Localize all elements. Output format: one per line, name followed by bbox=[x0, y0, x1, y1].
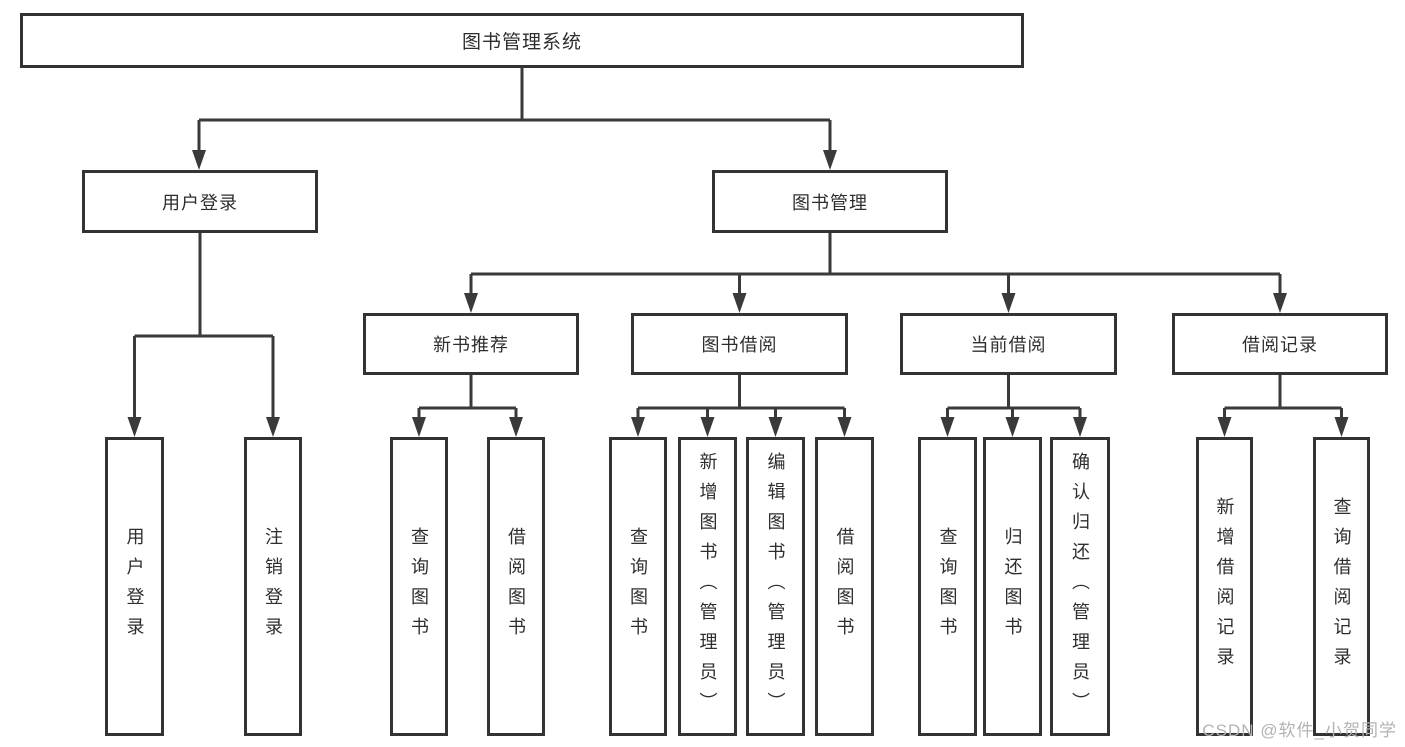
node-current-borrow: 当前借阅 bbox=[900, 313, 1117, 375]
leaf-confirm-return-admin: 确认归还（管理员） bbox=[1050, 437, 1110, 736]
leaf-logout: 注销登录 bbox=[244, 437, 302, 736]
connector-book-management-branch bbox=[464, 233, 1287, 313]
node-new-book-recommend-label: 新书推荐 bbox=[433, 335, 509, 355]
leaf-query-book-3-label: 查询图书 bbox=[937, 526, 958, 647]
leaf-edit-book-admin-label: 编辑图书（管理员） bbox=[765, 451, 786, 722]
leaf-borrow-book-1: 借阅图书 bbox=[487, 437, 545, 736]
leaf-return-book: 归还图书 bbox=[983, 437, 1042, 736]
leaf-borrow-book-1-label: 借阅图书 bbox=[506, 526, 526, 647]
leaf-return-book-label: 归还图书 bbox=[1002, 526, 1023, 647]
node-root-label: 图书管理系统 bbox=[461, 32, 582, 53]
leaf-user-login: 用户登录 bbox=[105, 437, 164, 736]
leaf-confirm-return-admin-label: 确认归还（管理员） bbox=[1070, 451, 1090, 722]
connector-new-book-group bbox=[412, 375, 523, 437]
leaf-query-book-2: 查询图书 bbox=[609, 437, 667, 736]
leaf-borrow-book-2: 借阅图书 bbox=[815, 437, 874, 736]
leaf-query-book-2-label: 查询图书 bbox=[628, 526, 648, 647]
leaf-add-book-admin: 新增图书（管理员） bbox=[678, 437, 737, 736]
leaf-add-borrow-record-label: 新增借阅记录 bbox=[1214, 496, 1235, 677]
leaf-edit-book-admin: 编辑图书（管理员） bbox=[746, 437, 805, 736]
connector-borrow-records-group bbox=[1217, 375, 1349, 437]
leaf-query-borrow-record-label: 查询借阅记录 bbox=[1331, 496, 1352, 677]
leaf-query-book-3: 查询图书 bbox=[918, 437, 977, 736]
leaf-user-login-label: 用户登录 bbox=[124, 526, 145, 647]
node-book-management: 图书管理 bbox=[712, 170, 948, 233]
node-book-management-label: 图书管理 bbox=[792, 192, 868, 213]
leaf-query-borrow-record: 查询借阅记录 bbox=[1313, 437, 1370, 736]
leaf-query-book-1-label: 查询图书 bbox=[409, 526, 429, 647]
leaf-borrow-book-2-label: 借阅图书 bbox=[834, 526, 855, 647]
leaf-add-borrow-record: 新增借阅记录 bbox=[1196, 437, 1253, 736]
connector-root-branch bbox=[192, 68, 837, 170]
node-current-borrow-label: 当前借阅 bbox=[970, 335, 1047, 355]
connector-user-login-branch bbox=[127, 233, 280, 437]
node-user-login-label: 用户登录 bbox=[162, 192, 238, 213]
node-user-login: 用户登录 bbox=[82, 170, 318, 233]
node-new-book-recommend: 新书推荐 bbox=[363, 313, 579, 375]
node-borrow-records: 借阅记录 bbox=[1172, 313, 1388, 375]
node-book-borrow: 图书借阅 bbox=[631, 313, 848, 375]
node-root: 图书管理系统 bbox=[20, 13, 1024, 68]
node-borrow-records-label: 借阅记录 bbox=[1242, 335, 1318, 355]
leaf-query-book-1: 查询图书 bbox=[390, 437, 448, 736]
node-book-borrow-label: 图书借阅 bbox=[701, 335, 778, 355]
leaf-logout-label: 注销登录 bbox=[263, 526, 283, 647]
connector-current-borrow-group bbox=[940, 375, 1087, 437]
leaf-add-book-admin-label: 新增图书（管理员） bbox=[697, 451, 718, 722]
connector-book-borrow-group bbox=[631, 375, 852, 437]
